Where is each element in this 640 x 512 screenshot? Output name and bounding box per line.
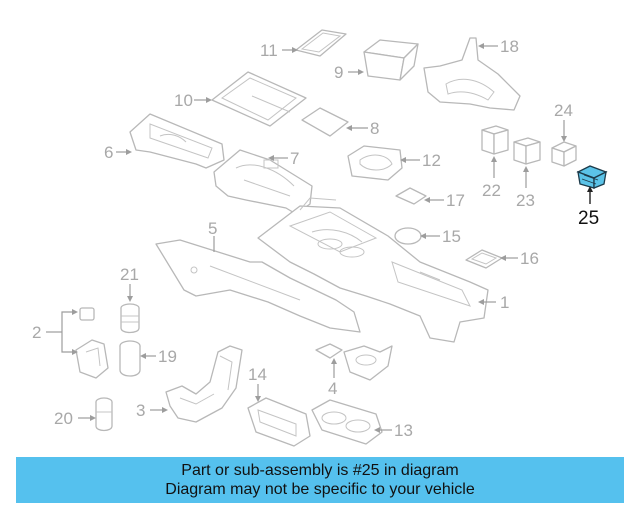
part-17-clip	[395, 187, 427, 205]
callout-16: 16	[520, 249, 539, 268]
callout-11: 11	[260, 41, 278, 60]
part-16-plate	[465, 249, 503, 269]
callout-2: 2	[32, 323, 41, 342]
part-9-storage-box	[363, 39, 419, 81]
callout-12: 12	[422, 151, 441, 170]
callout-5: 5	[208, 219, 217, 238]
callout-19: 19	[158, 347, 177, 366]
part-18-shifter-trim	[423, 37, 521, 111]
callout-14: 14	[248, 365, 267, 384]
part-8-mat	[301, 107, 349, 137]
part-7-shifter-bezel	[213, 149, 313, 215]
banner-line-1: Part or sub-assembly is #25 in diagram	[181, 462, 459, 479]
part-14-tray	[247, 397, 311, 447]
part-6-bezel	[129, 113, 225, 169]
callout-labels: 11 9 18 10 8 6 7 12 17 15 16 1 5 22 23 2…	[32, 37, 599, 440]
callout-24: 24	[554, 101, 573, 120]
callout-4: 4	[328, 379, 337, 398]
callout-20: 20	[54, 409, 73, 428]
part-13-cupholder	[311, 399, 383, 445]
part-25-highlighted	[576, 165, 608, 189]
callout-1: 1	[500, 293, 509, 312]
part-19-sleeve	[119, 340, 141, 377]
callout-3: 3	[136, 401, 145, 420]
part-23-socket	[513, 137, 541, 165]
part-11-tray	[295, 29, 347, 57]
part-2-bracket	[75, 307, 109, 379]
callout-8: 8	[370, 119, 379, 138]
part-24-socket	[551, 141, 577, 167]
callout-10: 10	[174, 91, 193, 110]
callout-18: 18	[500, 37, 519, 56]
callout-23: 23	[516, 191, 535, 210]
callout-6: 6	[104, 143, 113, 162]
banner-line-2: Diagram may not be specific to your vehi…	[165, 481, 475, 498]
part-21-socket	[120, 303, 140, 334]
leader-lines	[46, 43, 593, 433]
callout-21: 21	[120, 265, 139, 284]
part-12-insert	[347, 145, 403, 181]
part-5-side-panel	[155, 239, 361, 333]
info-banner: Part or sub-assembly is #25 in diagram D…	[16, 457, 624, 503]
part-4-switch	[315, 343, 393, 381]
part-1-console-body	[257, 197, 489, 343]
callout-13: 13	[394, 421, 413, 440]
callout-9: 9	[334, 63, 343, 82]
callout-15: 15	[442, 227, 461, 246]
callout-25: 25	[578, 208, 599, 229]
part-20-lamp	[95, 397, 113, 432]
callout-22: 22	[482, 181, 501, 200]
callout-7: 7	[290, 149, 299, 168]
part-15-pad	[394, 227, 422, 245]
callout-17: 17	[446, 191, 465, 210]
part-3-support	[165, 345, 243, 423]
part-22-socket	[481, 125, 509, 155]
part-10-top-panel	[211, 71, 307, 127]
